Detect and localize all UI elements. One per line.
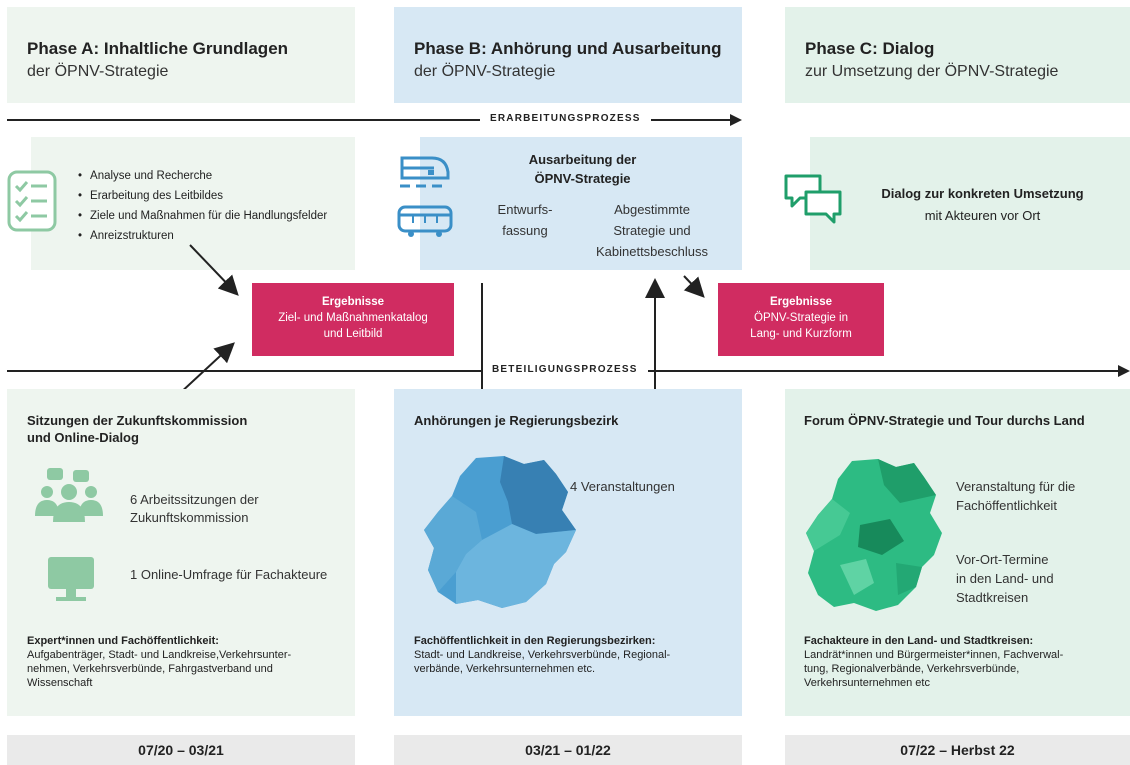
- phase-b-final-label: Abgestimmte Strategie und Kabinettsbesch…: [595, 202, 708, 259]
- phase-a-item-sessions: 6 Arbeitssitzungen der Zukunftskommissio…: [130, 492, 259, 525]
- phase-c-title: Phase C: Dialog: [805, 39, 935, 58]
- phase-c-dialog-text: Dialog zur konkreten Umsetzung mit Akteu…: [881, 186, 1084, 223]
- chat-bubbles-icon: [782, 172, 844, 228]
- phase-a-title: Phase A: Inhaltliche Grundlagen: [27, 39, 289, 58]
- phase-b-draft-label: Entwurfs- fassung: [497, 202, 553, 238]
- phase-c-dialog-box: [810, 137, 1130, 270]
- phase-b-events: 4 Veranstaltungen: [570, 479, 675, 494]
- erarbeitung-line: [7, 119, 732, 121]
- phase-a-subtitle: der ÖPNV-Strategie: [27, 63, 169, 80]
- list-item: Ziele und Maßnahmen für die Handlungsfel…: [78, 206, 327, 226]
- erarbeitung-label: ERARBEITUNGSPROZESS: [480, 113, 651, 124]
- phase-b-audience: Fachöffentlichkeit in den Regierungsbezi…: [414, 635, 671, 675]
- result-box-b: Ergebnisse ÖPNV-Strategie in Lang- und K…: [718, 283, 884, 356]
- phase-a-bullet-list: Analyse und Recherche Erarbeitung des Le…: [78, 166, 327, 246]
- result-box-a: Ergebnisse Ziel- und Maßnahmenkatalog un…: [252, 283, 454, 356]
- date-bar-a: 07/20 – 03/21: [7, 735, 355, 765]
- phase-a-participation-title: Sitzungen der Zukunftskommission und Onl…: [27, 413, 248, 445]
- beteiligung-label: BETEILIGUNGSPROZESS: [482, 364, 648, 375]
- phase-c-item-local: Vor-Ort-Termine in den Land- und Stadtkr…: [956, 552, 1054, 605]
- regierungsbezirke-map: [416, 452, 586, 612]
- erarbeitung-arrowhead: [730, 114, 742, 126]
- date-bar-b: 03/21 – 01/22: [394, 735, 742, 765]
- bus-icon: [397, 205, 453, 239]
- phase-b-participation-title: Anhörungen je Regierungsbezirk: [414, 413, 619, 428]
- phase-c-subtitle: zur Umsetzung der ÖPNV-Strategie: [805, 63, 1059, 80]
- train-icon: [398, 152, 452, 194]
- phase-c-participation-title: Forum ÖPNV-Strategie und Tour durchs Lan…: [804, 413, 1085, 428]
- arrow-tasks-to-result: [189, 244, 239, 296]
- arrow-work-to-result: [683, 275, 705, 298]
- phase-a-audience: Expert*innen und Fachöffentlichkeit: Auf…: [27, 635, 292, 689]
- phase-c-header: Phase C: Dialog zur Umsetzung der ÖPNV-S…: [785, 7, 1130, 103]
- phase-b-title: Phase B: Anhörung und Ausarbeitung: [414, 39, 722, 58]
- phase-b-subtitle: der ÖPNV-Strategie: [414, 63, 556, 80]
- phase-c-audience: Fachakteure in den Land- und Stadtkreise…: [804, 635, 1064, 689]
- phase-c-item-event: Veranstaltung für die Fachöffentlichkeit: [956, 479, 1076, 513]
- phase-a-header: Phase A: Inhaltliche Grundlagen der ÖPNV…: [7, 7, 355, 103]
- phase-b-work-box: [420, 137, 742, 270]
- computer-monitor-icon: [46, 555, 96, 605]
- checklist-icon: [7, 170, 57, 232]
- phase-b-header: Phase B: Anhörung und Ausarbeitung der Ö…: [394, 7, 742, 103]
- list-item: Erarbeitung des Leitbildes: [78, 186, 327, 206]
- date-bar-c: 07/22 – Herbst 22: [785, 735, 1130, 765]
- list-item: Anreizstrukturen: [78, 226, 327, 246]
- arrow-sessions-to-result: [177, 342, 235, 396]
- list-item: Analyse und Recherche: [78, 166, 327, 186]
- phase-b-work-title: Ausarbeitung der ÖPNV-Strategie: [528, 152, 637, 186]
- phase-a-participation-box: [7, 389, 355, 716]
- landkreise-map: [800, 455, 950, 615]
- group-people-icon: [33, 466, 105, 524]
- beteiligung-arrowhead: [1118, 365, 1130, 377]
- phase-a-item-survey: 1 Online-Umfrage für Fachakteure: [130, 567, 328, 582]
